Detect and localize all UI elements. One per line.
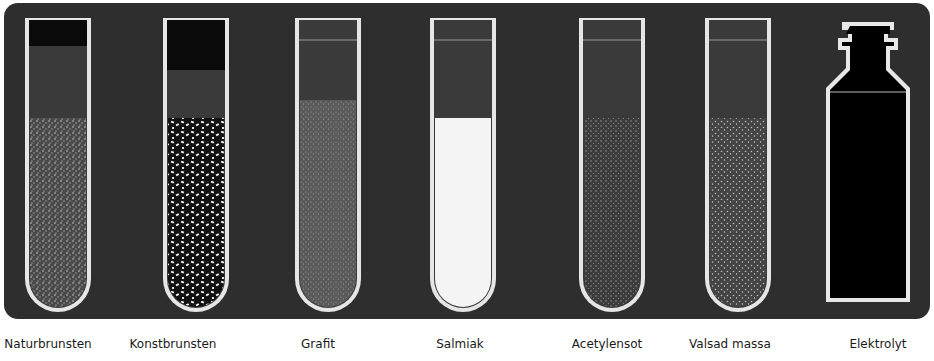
tube-stopper: [167, 20, 225, 70]
tube-inside: [299, 20, 357, 308]
part-label: Konstbrunsten: [130, 337, 217, 351]
test-tube: [163, 18, 229, 312]
tube-glass: [295, 18, 361, 312]
tube-rim: [709, 40, 767, 41]
tube-stopper: [29, 20, 87, 46]
tube-glass: [430, 18, 496, 312]
tube-contents: [30, 118, 86, 307]
tube-contents: [168, 118, 224, 307]
tube-inside: [29, 20, 87, 308]
test-tube: [705, 18, 771, 312]
tube-glass: [25, 18, 91, 312]
tube-glass: [579, 18, 645, 312]
test-tube: [579, 18, 645, 312]
panel: [4, 3, 930, 319]
tube-rim: [434, 40, 492, 41]
tube-contents: [435, 118, 491, 307]
part-label: Acetylensot: [572, 337, 642, 351]
tube-inside: [434, 20, 492, 308]
part-label: Elektrolyt: [849, 337, 906, 351]
electrolyte-bottle: [826, 22, 910, 302]
part-label: Salmiak: [436, 337, 484, 351]
tube-inside: [709, 20, 767, 308]
tube-contents: [710, 118, 766, 307]
tube-inside: [583, 20, 641, 308]
test-tubes: [25, 18, 771, 312]
tube-rim: [299, 40, 357, 41]
part-label: Valsad massa: [689, 337, 771, 351]
tube-contents: [300, 100, 356, 307]
test-tube: [430, 18, 496, 312]
test-tube: [295, 18, 361, 312]
tube-glass: [705, 18, 771, 312]
part-label: Naturbrunsten: [4, 337, 91, 351]
tube-inside: [167, 20, 225, 308]
tube-glass: [163, 18, 229, 312]
tube-contents: [584, 118, 640, 307]
tube-rim: [583, 40, 641, 41]
test-tube: [25, 18, 91, 312]
part-label: Grafit: [301, 337, 335, 351]
